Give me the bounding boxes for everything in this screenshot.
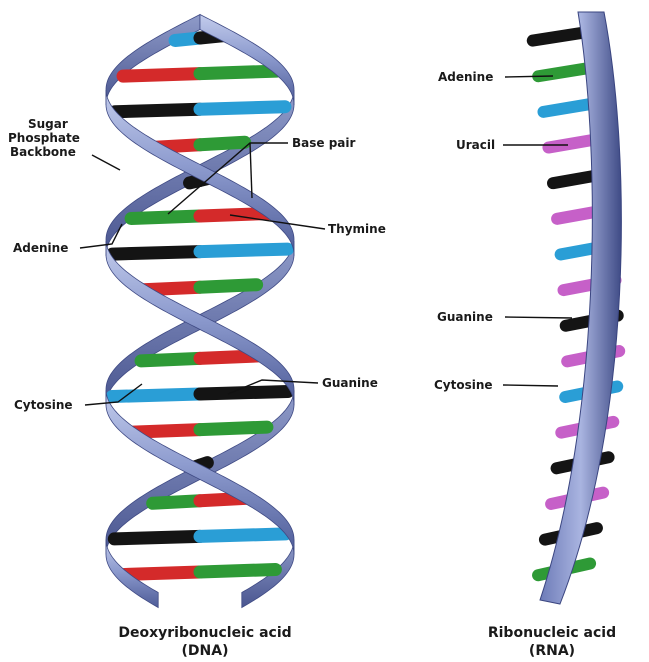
dna-base-pair [123, 71, 277, 76]
dna-base-pairs [112, 36, 288, 575]
dna-base-adenine [131, 216, 200, 219]
label-thymine: Thymine [328, 222, 386, 236]
dna-base-thymine [125, 572, 200, 575]
dna-backbone-segment [106, 15, 200, 105]
dna-base-guanine [115, 109, 200, 112]
dna-base-cytosine [200, 534, 286, 537]
label-adenine-dna: Adenine [13, 241, 68, 255]
dna-base-guanine [114, 536, 200, 539]
rna-base-guanine [533, 32, 585, 40]
label-uracil: Uracil [456, 138, 495, 152]
label-sugar-phosphate-backbone-3: Backbone [10, 145, 76, 159]
label-guanine-rna: Guanine [437, 310, 493, 324]
dna-base-thymine [133, 430, 200, 433]
dna-base-pair [153, 498, 248, 503]
dna-caption-abbrev: (DNA) [182, 643, 229, 659]
rna-base-adenine [538, 68, 590, 76]
dna-base-pair [115, 107, 285, 112]
rna-base-cytosine [543, 103, 595, 112]
dna-caption-name: Deoxyribonucleic acid [118, 625, 291, 641]
dna-base-pair [112, 392, 288, 397]
dna-base-adenine [200, 142, 245, 145]
dna-base-pair [143, 285, 256, 290]
dna-base-pair [133, 427, 267, 432]
rna-caption-name: Ribonucleic acid [488, 625, 616, 641]
dna-base-pair [114, 534, 285, 539]
label-adenine-rna: Adenine [438, 70, 493, 84]
dna-base-adenine [200, 285, 257, 288]
dna-base-adenine [153, 501, 200, 504]
label-sugar-phosphate-backbone-2: Phosphate [8, 131, 80, 145]
dna-base-cytosine [200, 107, 285, 110]
dna-base-adenine [200, 71, 277, 74]
dna-base-pair [125, 570, 276, 575]
dna-backbone-segment [200, 15, 294, 105]
dna-base-adenine [200, 427, 267, 430]
dna-base-adenine [141, 358, 200, 361]
label-guanine-dna: Guanine [322, 376, 378, 390]
dna-base-cytosine [200, 249, 288, 252]
dna-base-pair [141, 356, 259, 361]
label-sugar-phosphate-backbone-1: Sugar [28, 117, 68, 131]
label-cytosine-dna: Cytosine [14, 398, 73, 412]
rna-caption-abbrev: (RNA) [529, 643, 575, 659]
dna-base-pair [112, 249, 287, 254]
dna-base-guanine [200, 392, 288, 395]
label-base-pair: Base pair [292, 136, 356, 150]
dna-base-adenine [200, 570, 275, 573]
label-cytosine-rna: Cytosine [434, 378, 493, 392]
dna-base-guanine [112, 252, 200, 255]
dna-base-thymine [123, 74, 200, 77]
rna-leader-lines [503, 76, 572, 386]
dna-base-pair [155, 142, 244, 147]
